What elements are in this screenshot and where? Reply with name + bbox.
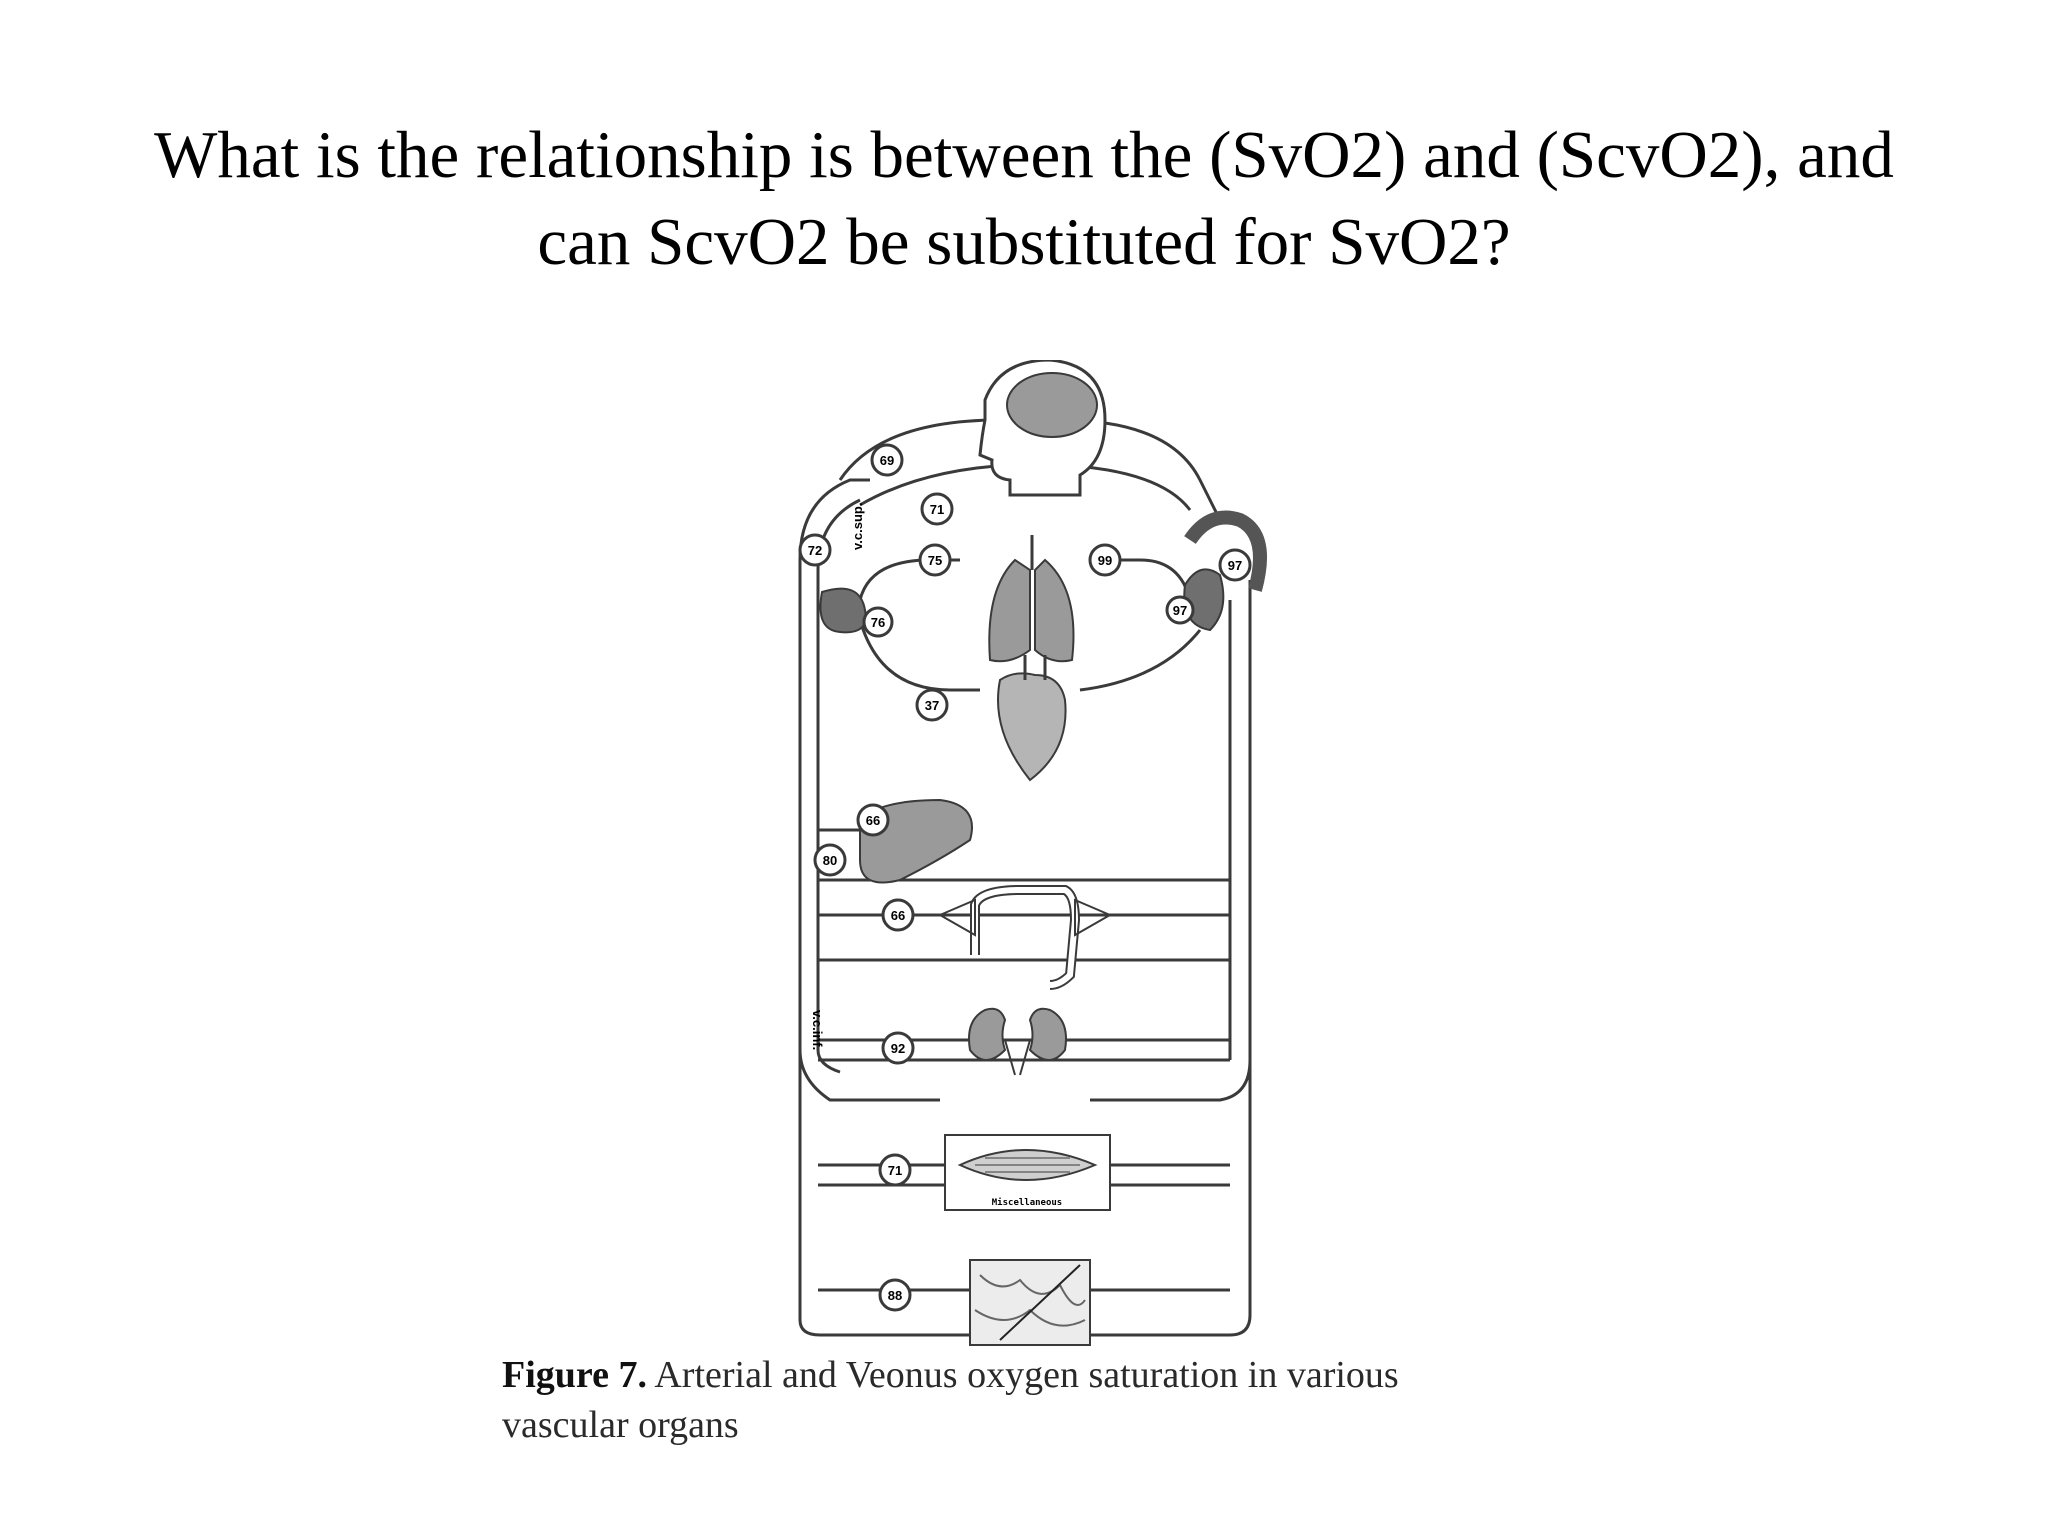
- saturation-bubble-aorta: 97: [1218, 548, 1252, 582]
- colon-icon: [937, 885, 1113, 990]
- saturation-bubble-coronary: 37: [915, 688, 949, 722]
- saturation-bubble-brain-upper: 69: [870, 443, 904, 477]
- svg-text:71: 71: [930, 502, 944, 517]
- saturation-bubble-renal: 92: [881, 1031, 915, 1065]
- saturation-bubble-ivc: 80: [813, 843, 847, 877]
- vena-cava-inner: [816, 498, 861, 1050]
- caption-label: Figure 7.: [502, 1354, 647, 1396]
- coronary-return: [858, 619, 980, 692]
- lungs-icon: [988, 535, 1075, 663]
- svg-text:76: 76: [871, 615, 885, 630]
- svg-text:80: 80: [823, 853, 837, 868]
- svg-text:99: 99: [1098, 553, 1112, 568]
- saturation-bubble-splanchnic: 66: [881, 898, 915, 932]
- svg-text:97: 97: [1173, 603, 1187, 618]
- svg-text:97: 97: [1228, 558, 1242, 573]
- right-heart-icon: [819, 587, 867, 634]
- figure-caption: Figure 7. Arterial and Veonus oxygen sat…: [502, 1350, 1652, 1450]
- tissue-box: [969, 1259, 1091, 1346]
- saturation-bubble-left-heart: 97: [1165, 595, 1195, 625]
- title-line-1: What is the relationship is between the …: [154, 118, 1894, 192]
- saturation-bubble-svc: 72: [798, 533, 832, 567]
- svg-text:66: 66: [866, 813, 880, 828]
- svg-text:92: 92: [891, 1041, 905, 1056]
- svg-text:37: 37: [925, 698, 939, 713]
- svg-text:66: 66: [891, 908, 905, 923]
- saturation-bubble-muscle: 71: [878, 1153, 912, 1187]
- svg-text:88: 88: [888, 1288, 902, 1303]
- saturation-bubble-pulmonary: 75: [918, 543, 952, 577]
- caption-line-2: vascular organs: [502, 1404, 739, 1446]
- head-vein-arch: [838, 418, 1001, 481]
- kidneys-icon: [968, 1007, 1067, 1076]
- circulation-diagram: Miscellaneous v.c.sup. v.c.inf. 69 71 72…: [760, 360, 1320, 1350]
- saturation-bubble-brain-lower: 71: [920, 492, 954, 526]
- lower-loop-right: [1090, 1059, 1252, 1102]
- muscle-box: Miscellaneous: [944, 1134, 1111, 1211]
- svg-text:69: 69: [880, 453, 894, 468]
- svg-text:75: 75: [928, 553, 942, 568]
- title-line-2: can ScvO2 be substituted for SvO2?: [537, 205, 1511, 279]
- caption-text: Arterial and Veonus oxygen saturation in…: [654, 1354, 1399, 1396]
- saturation-bubble-hepatic: 66: [856, 803, 890, 837]
- vcsup-label: v.c.sup.: [850, 503, 865, 550]
- slide-title: What is the relationship is between the …: [60, 112, 1988, 286]
- vcinf-label: v.c.inf.: [810, 1010, 825, 1050]
- caption-line-1: Figure 7. Arterial and Veonus oxygen sat…: [502, 1350, 1652, 1400]
- heart-icon: [997, 655, 1067, 782]
- svg-text:71: 71: [888, 1163, 902, 1178]
- misc-label: Miscellaneous: [992, 1197, 1062, 1208]
- head-icon: [978, 360, 1107, 497]
- svg-text:72: 72: [808, 543, 822, 558]
- saturation-bubble-pulmonary-vein: 99: [1088, 543, 1122, 577]
- saturation-bubble-lower-body: 88: [878, 1278, 912, 1312]
- saturation-bubble-right-heart: 76: [862, 606, 894, 638]
- circulation-diagram-svg: Miscellaneous v.c.sup. v.c.inf. 69 71 72…: [798, 360, 1267, 1346]
